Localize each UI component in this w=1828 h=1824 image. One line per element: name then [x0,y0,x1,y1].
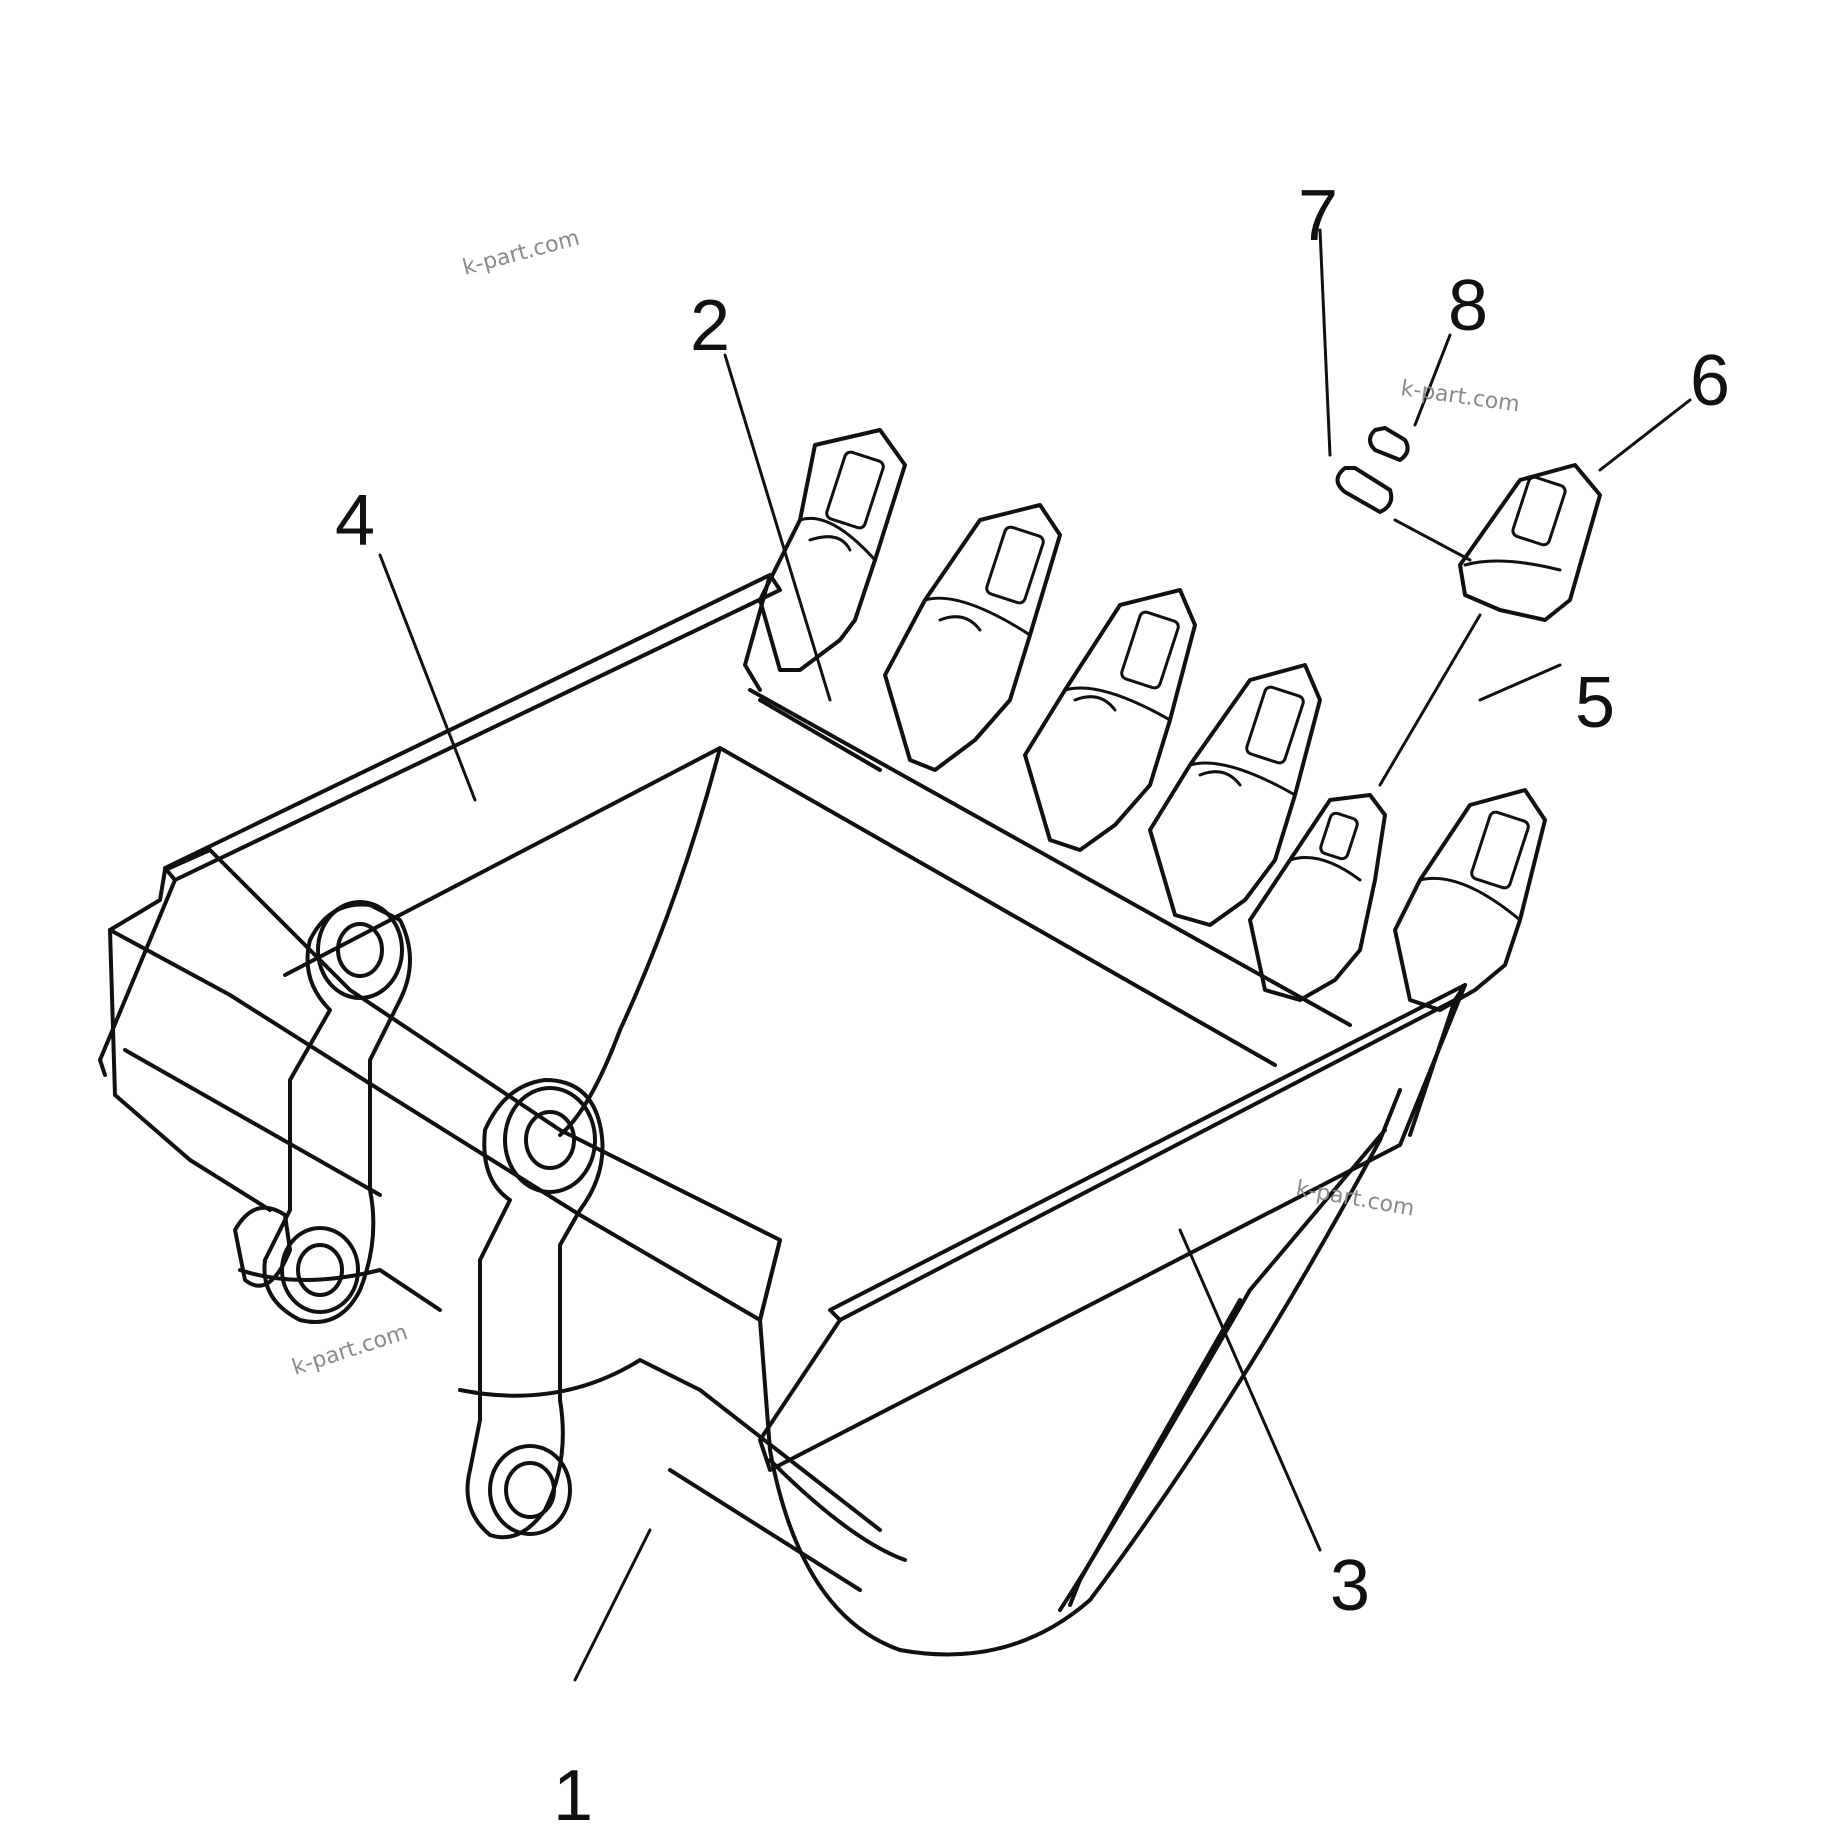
callout-5: 5 [1575,663,1615,743]
bucket-teeth [758,428,1547,1012]
callout-labels: 1 2 3 4 5 6 7 8 [335,176,1730,1824]
watermark-1: k-part.com [460,226,582,281]
callout-4: 4 [335,481,375,561]
cutting-edge-lip [748,688,1352,1027]
bucket-body [108,746,1402,1657]
tooth-2 [883,503,1062,772]
tooth-5-adapter [1248,793,1387,1002]
hinge-bracket-left [233,900,412,1324]
lock-part-8 [1368,426,1410,462]
tooth-tip-exploded [1458,463,1602,622]
callout-8: 8 [1448,266,1488,346]
tooth-6 [1393,788,1547,1012]
tooth-1 [758,428,907,672]
hinge-bracket-right [465,1078,605,1540]
side-plate-right [758,983,1467,1472]
callout-3: 3 [1330,1546,1370,1626]
tooth-4 [1148,663,1322,927]
leader-lines [378,228,1692,1682]
watermark-4: k-part.com [289,1320,411,1381]
side-plate-left [98,573,782,1077]
callout-2: 2 [690,286,730,366]
watermarks: k-part.com k-part.com k-part.com k-part.… [289,226,1521,1381]
callout-7: 7 [1298,176,1338,256]
watermark-2: k-part.com [1399,376,1521,417]
pin-part-7 [1335,466,1394,514]
callout-6: 6 [1690,341,1730,421]
callout-1: 1 [553,1756,593,1824]
tooth-3 [1023,588,1197,852]
